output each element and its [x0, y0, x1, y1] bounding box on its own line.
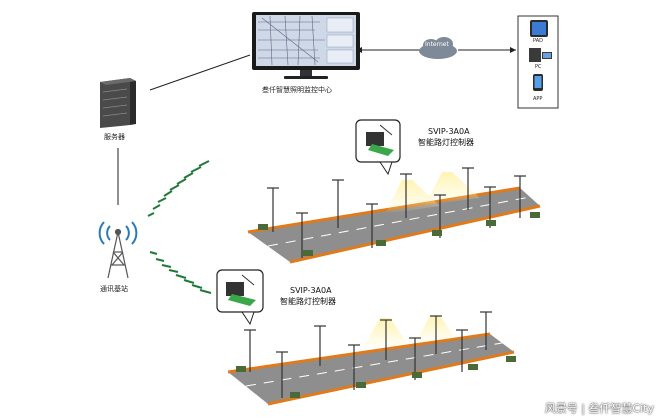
street-lamps-upper [258, 167, 540, 258]
server-label: 服务器 [104, 133, 125, 141]
street-lamps-lower [236, 311, 516, 398]
devices-panel [517, 15, 559, 109]
controller-callout-upper [355, 119, 401, 176]
device-label-app: APP [533, 96, 543, 102]
wireless-signal-lower [149, 251, 212, 294]
device-label-pad: PAD [533, 38, 543, 44]
controller-name-lower: 智能路灯控制器 [280, 297, 336, 306]
watermark: 风景号 | 叁仟智慧City [544, 402, 654, 415]
base-station-label: 通讯基站 [100, 285, 128, 293]
controller-model-upper: SVIP-3A0A [428, 127, 470, 136]
controller-callout-lower [216, 269, 264, 326]
upper-road [247, 172, 541, 264]
pc-icon [529, 48, 541, 62]
internet-label: Internet [425, 41, 449, 48]
wireless-signal-upper [147, 160, 210, 217]
server-icon [100, 78, 136, 128]
device-label-pc: PC [535, 64, 542, 70]
lower-road [227, 316, 515, 406]
monitor-center-label: 叁仟智慧照明监控中心 [262, 86, 332, 94]
base-station-icon [98, 221, 138, 279]
internet-arrow-right [510, 47, 516, 53]
internet-cloud-icon [419, 37, 457, 59]
controller-name-upper: 智能路灯控制器 [418, 138, 474, 147]
monitor-icon [252, 12, 360, 79]
controller-model-lower: SVIP-3A0A [290, 286, 332, 295]
server-monitor-link [149, 54, 251, 91]
